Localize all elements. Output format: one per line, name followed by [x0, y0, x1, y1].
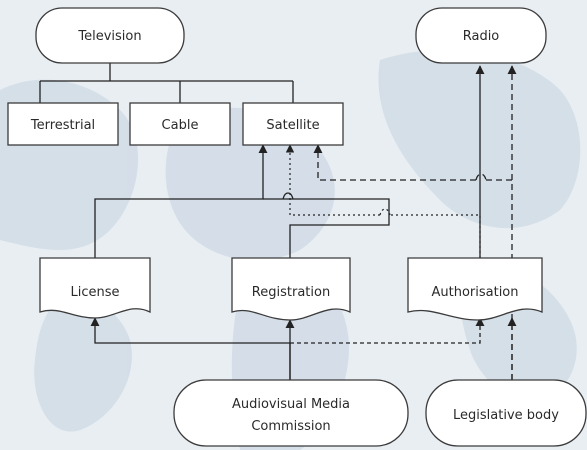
authorisation-to-satellite-dotted-arrow — [290, 145, 481, 258]
registration-to-satellite-arrow — [263, 198, 390, 258]
registration-label: Registration — [252, 285, 330, 300]
legislative-to-satellite-dashed-arrow — [318, 145, 512, 181]
commission-label-line1: Audiovisual Media — [232, 397, 350, 412]
registration-node: Registration — [231, 257, 351, 321]
authorisation-label: Authorisation — [431, 285, 518, 300]
terrestrial-node: Terrestrial — [7, 102, 119, 146]
cable-label: Cable — [162, 118, 199, 133]
license-node: License — [39, 257, 151, 319]
dotted-line-hop — [379, 208, 391, 216]
cable-node: Cable — [129, 102, 231, 146]
television-tree-connector — [39, 63, 294, 103]
solid-line-hop — [282, 192, 294, 200]
radio-label: Radio — [463, 29, 500, 44]
television-label: Television — [77, 29, 141, 44]
commission-node: Audiovisual Media Commission — [173, 379, 409, 447]
authorisation-node: Authorisation — [407, 257, 543, 321]
legislative-body-node: Legislative body — [425, 379, 587, 447]
satellite-label: Satellite — [266, 118, 319, 133]
dashed-line-hop — [475, 173, 487, 181]
license-label: License — [70, 285, 119, 300]
commission-label-line2: Commission — [251, 419, 330, 434]
terrestrial-label: Terrestrial — [30, 118, 95, 133]
radio-node: Radio — [415, 7, 547, 64]
satellite-node: Satellite — [242, 102, 344, 146]
license-to-satellite-arrow — [94, 144, 268, 258]
television-node: Television — [35, 7, 185, 64]
commission-to-authorisation-arrow — [290, 317, 485, 344]
legislative-body-label: Legislative body — [453, 408, 559, 423]
